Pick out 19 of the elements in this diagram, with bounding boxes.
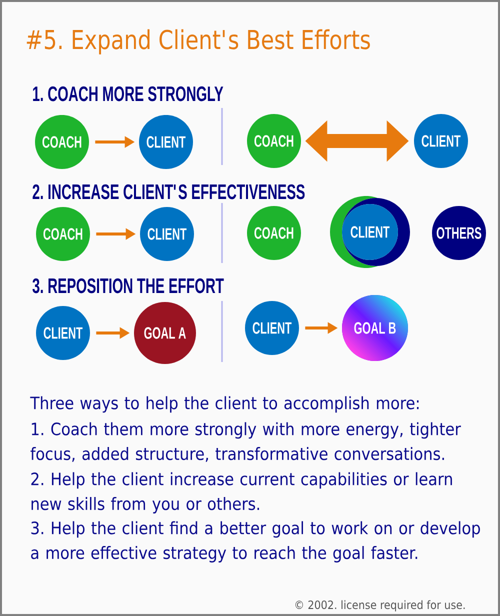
circle-node: CLIENT — [140, 207, 194, 261]
section-heading: 3. REPOSITION THE EFFORT — [32, 278, 224, 294]
circle-node: CLIENT — [414, 114, 468, 168]
section-heading: 2. INCREASE CLIENT'S EFFECTIVENESS — [32, 184, 305, 200]
circle-node: CLIENT — [139, 115, 193, 169]
paragraph: Three ways to help the client to accomplish more: — [30, 396, 419, 413]
circle-node: COACH — [36, 207, 90, 261]
paragraph: 1. Coach them more strongly with more energy, tighter focus, added structure, transformative conversations. — [30, 422, 461, 462]
circle-node: CLIENT — [36, 306, 90, 360]
circle-node: COACH — [35, 115, 89, 169]
circle-node: COACH — [247, 206, 301, 260]
paragraph: 2. Help the client increase current capabilities or learn new skills from you or others. — [31, 472, 452, 514]
circle-node: CLIENT — [245, 301, 299, 355]
section-heading: 1. COACH MORE STRONGLY — [33, 86, 224, 102]
circle-node: COACH — [247, 114, 301, 168]
copyright-notice: © 2002. license required for use. — [295, 600, 465, 612]
circle-node: OTHERS — [432, 206, 486, 260]
title: #5. Expand Client's Best Efforts — [26, 29, 370, 54]
paragraph: 3. Help the client find a better goal to work on or develop a more effective strategy to reach the goal faster. — [31, 521, 480, 562]
